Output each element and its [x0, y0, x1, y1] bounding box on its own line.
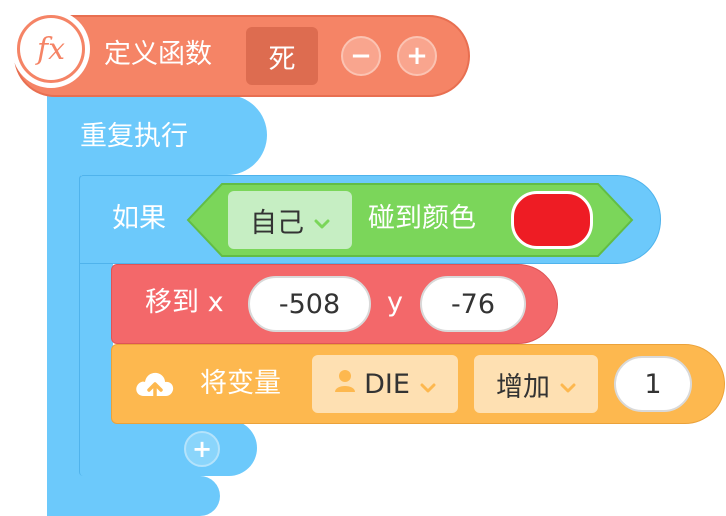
- fx-icon-text: fx: [36, 31, 66, 67]
- fx-icon-badge: fx: [12, 10, 90, 88]
- touching-color-label: 碰到颜色: [368, 203, 476, 234]
- repeat-block-footer[interactable]: [47, 476, 220, 516]
- cloud-upload-icon: [133, 366, 177, 408]
- change-variable-label: 将变量: [200, 368, 281, 399]
- y-label: y: [387, 287, 403, 318]
- y-input[interactable]: -76: [420, 276, 526, 332]
- chevron-down-icon: [420, 369, 436, 400]
- operation-dropdown[interactable]: 增加: [474, 355, 598, 413]
- sprite-dropdown[interactable]: 自己: [228, 191, 352, 249]
- operation-value: 增加: [496, 371, 550, 403]
- sprite-value: 自己: [250, 207, 304, 239]
- repeat-block-header[interactable]: [47, 95, 267, 175]
- fx-icon: fx: [20, 18, 82, 80]
- move-to-label: 移到 x: [145, 287, 224, 318]
- if-label: 如果: [112, 203, 166, 234]
- repeat-label: 重复执行: [80, 121, 188, 152]
- define-function-block[interactable]: [14, 15, 470, 97]
- variable-dropdown[interactable]: DIE: [312, 355, 458, 413]
- remove-param-button[interactable]: −: [341, 36, 381, 76]
- color-swatch[interactable]: [511, 191, 593, 249]
- value-input[interactable]: 1: [614, 356, 692, 412]
- chevron-down-icon: [560, 369, 576, 400]
- x-input[interactable]: -508: [248, 276, 371, 332]
- if-add-button[interactable]: +: [184, 431, 220, 467]
- function-param[interactable]: 死: [246, 27, 318, 85]
- variable-name: DIE: [364, 368, 410, 400]
- define-function-label: 定义函数: [104, 39, 212, 70]
- add-param-button[interactable]: +: [397, 36, 437, 76]
- person-icon: [334, 369, 356, 400]
- chevron-down-icon: [314, 205, 330, 236]
